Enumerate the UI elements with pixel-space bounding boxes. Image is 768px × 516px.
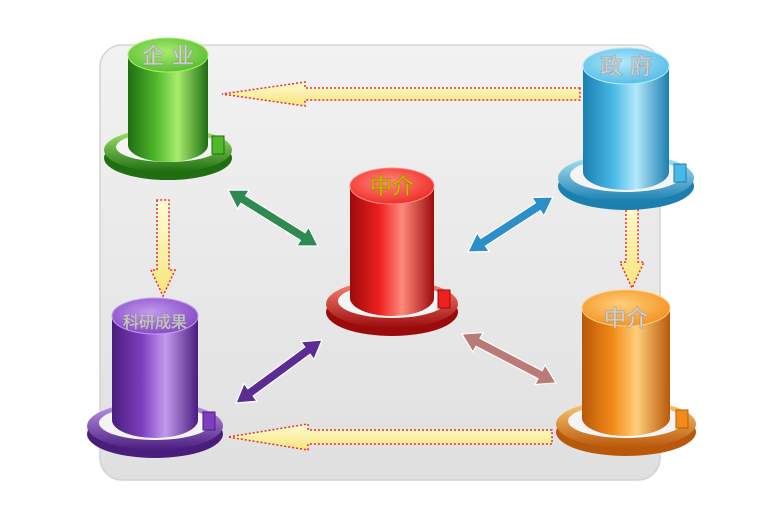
cylinder-body bbox=[112, 316, 198, 438]
ring-notch bbox=[673, 163, 687, 183]
cylinder-top bbox=[582, 47, 670, 85]
node-label: 中介 bbox=[370, 174, 415, 200]
node-research: 科研成果 bbox=[87, 297, 223, 458]
ring-notch bbox=[202, 411, 216, 431]
node-enterprise: 企 业 bbox=[104, 37, 232, 180]
cylinder-top bbox=[349, 167, 435, 205]
cylinder-top bbox=[127, 37, 209, 73]
ring-notch bbox=[211, 135, 225, 155]
node-intermediary-corner: 中介 bbox=[556, 289, 696, 456]
cylinder-body bbox=[582, 308, 670, 436]
node-label: 政 府 bbox=[600, 54, 652, 80]
node-label: 中介 bbox=[604, 306, 649, 332]
ring-notch bbox=[437, 289, 451, 309]
cylinder-body bbox=[350, 186, 434, 316]
ring-notch bbox=[675, 409, 689, 429]
cylinder-body bbox=[583, 66, 669, 190]
arrow-government-to-enterprise bbox=[221, 81, 581, 107]
link-government-to-center bbox=[467, 196, 554, 253]
cylinder-body bbox=[128, 55, 208, 162]
cylinders: 企 业政 府中介科研成果中介 bbox=[87, 37, 696, 458]
flow-arrows bbox=[149, 81, 646, 451]
node-label: 科研成果 bbox=[123, 313, 187, 332]
link-intermediary_corner-to-center bbox=[460, 331, 558, 386]
arrow-enterprise-to-research bbox=[149, 199, 177, 298]
cylinder-top bbox=[111, 297, 199, 335]
arrow-intermediary-to-research bbox=[227, 423, 553, 451]
node-intermediary-center: 中介 bbox=[326, 167, 458, 336]
center-links bbox=[227, 189, 558, 404]
link-research-to-center bbox=[235, 339, 323, 404]
node-government: 政 府 bbox=[558, 47, 694, 210]
link-enterprise-to-center bbox=[227, 189, 319, 247]
arrow-government-to-intermediary bbox=[618, 197, 646, 290]
cylinder-top bbox=[581, 289, 671, 327]
node-label: 企 业 bbox=[141, 43, 194, 69]
